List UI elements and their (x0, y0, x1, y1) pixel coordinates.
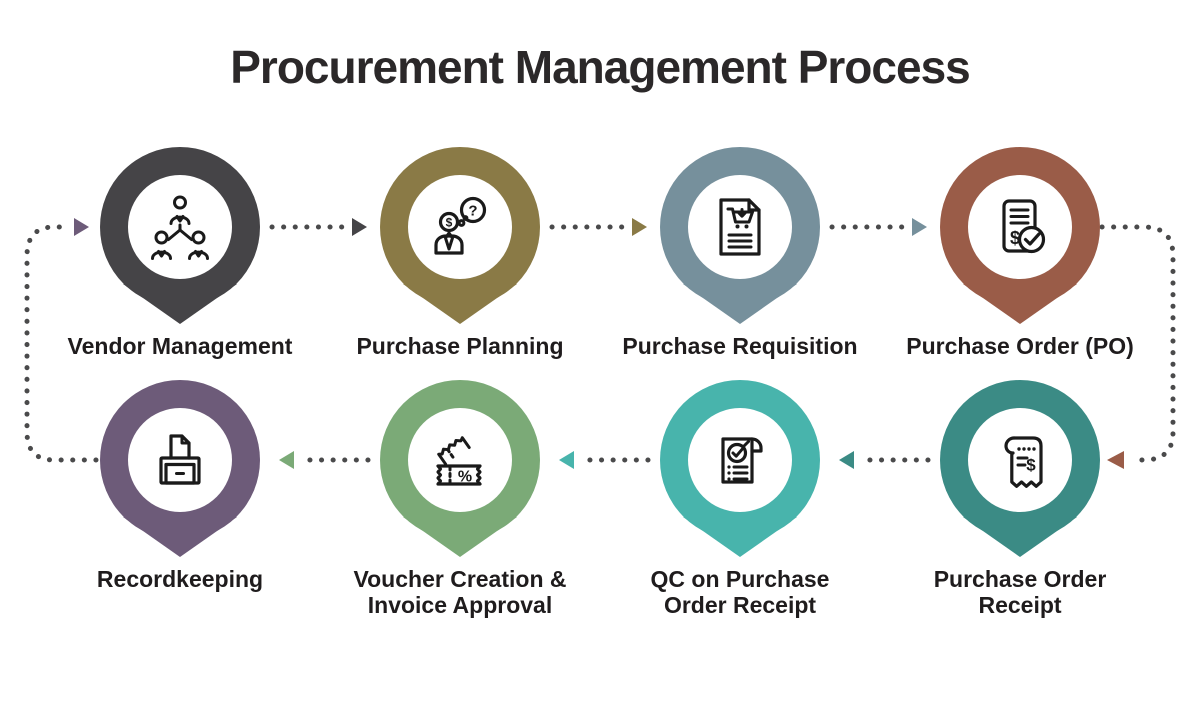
arrowhead-into-receipt (1107, 451, 1124, 469)
map-pin (660, 380, 820, 557)
arrowhead-into-voucher (559, 451, 574, 469)
svg-text:$: $ (1010, 228, 1020, 248)
step-label: Purchase Requisition (622, 333, 858, 359)
qc-checklist-icon (721, 437, 763, 484)
org-people-icon (151, 195, 209, 260)
arrowhead-into-vendor (74, 218, 89, 236)
step-label: Voucher Creation &Invoice Approval (353, 566, 567, 618)
arrowhead-into-order (912, 218, 927, 236)
map-pin (100, 147, 260, 324)
step-label: Recordkeeping (96, 566, 264, 592)
step-vendor-management: Vendor Management (50, 147, 310, 359)
connector-recordkeeping-to-vendor (24, 224, 99, 463)
map-pin (100, 380, 260, 557)
map-pin: $ (940, 147, 1100, 324)
map-pin (660, 147, 820, 324)
step-voucher-invoice: % Voucher Creation &Invoice Approval (330, 380, 590, 618)
map-pin: % (380, 380, 540, 557)
svg-text:$: $ (446, 216, 453, 230)
archive-document-icon (159, 434, 201, 485)
step-recordkeeping: Recordkeeping (50, 380, 310, 592)
arrowhead-into-recordkeeping (279, 451, 294, 469)
step-label: Purchase Planning (356, 333, 564, 359)
svg-text:%: % (458, 469, 472, 486)
planning-person-icon: $ ? (434, 196, 487, 255)
step-label: Purchase Order (PO) (906, 333, 1134, 359)
document-check-icon: $ (1002, 199, 1046, 254)
page-title: Procurement Management Process (230, 41, 971, 93)
arrowhead-into-requisition (632, 218, 647, 236)
voucher-percent-icon: % (436, 436, 482, 486)
receipt-dollar-icon: $ (1004, 436, 1043, 488)
arrowhead-into-qc (839, 451, 854, 469)
step-label: Vendor Management (67, 333, 293, 359)
connector-order-to-receipt (1099, 224, 1176, 463)
step-purchase-order: $ Purchase Order (PO) (890, 147, 1150, 359)
cart-document-icon (719, 198, 761, 256)
step-purchase-requisition: Purchase Requisition (610, 147, 870, 359)
svg-text:?: ? (468, 203, 477, 220)
map-pin: $ (940, 380, 1100, 557)
step-purchase-planning: $ ? Purchase Planning (330, 147, 590, 359)
arrowhead-into-planning (352, 218, 367, 236)
svg-text:$: $ (1026, 456, 1036, 475)
map-pin: $ ? (380, 147, 540, 324)
